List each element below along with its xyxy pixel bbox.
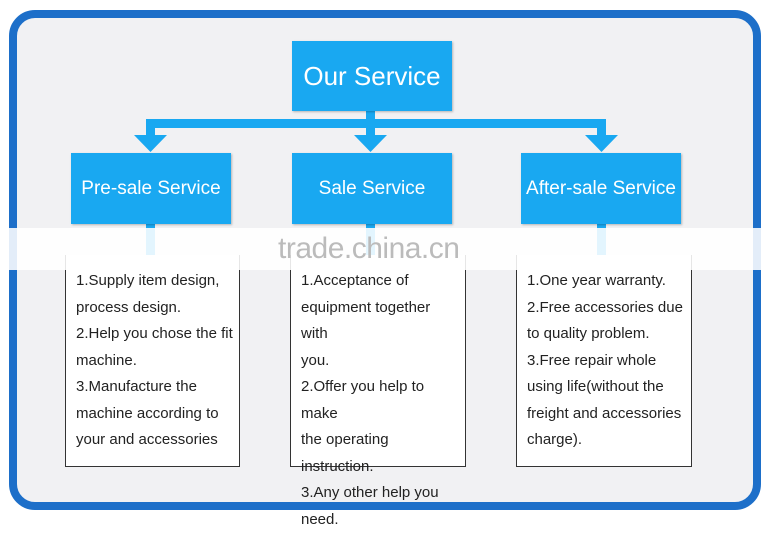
connector-bar — [146, 119, 606, 128]
detail-list: 1.One year warranty. 2.Free accessories … — [517, 255, 691, 454]
detail-list: 1.Supply item design, process design. 2.… — [66, 255, 239, 454]
arrow-head-2 — [354, 135, 387, 152]
detail-line: the operating instruction. — [301, 427, 461, 480]
root-node-label: Our Service — [303, 61, 440, 92]
detail-line: machine according to — [76, 401, 235, 428]
detail-line: 1.Supply item design, — [76, 268, 235, 295]
detail-line: need. — [301, 507, 461, 533]
detail-line: you. — [301, 348, 461, 375]
connector-drop-3 — [597, 119, 606, 137]
detail-panel-after-sale: 1.One year warranty. 2.Free accessories … — [516, 255, 692, 467]
detail-line: to quality problem. — [527, 321, 687, 348]
arrow-head-3 — [585, 135, 618, 152]
detail-line: 1.One year warranty. — [527, 268, 687, 295]
detail-line: 3.Any other help you — [301, 480, 461, 507]
root-node: Our Service — [292, 41, 452, 111]
arrow-head-1 — [134, 135, 167, 152]
stage-node-label: Pre-sale Service — [81, 178, 220, 200]
watermark-text: trade.china.cn — [278, 232, 459, 266]
detail-line: 2.Help you chose the fit — [76, 321, 235, 348]
stage-node-after-sale: After-sale Service — [521, 153, 681, 224]
stage-node-sale: Sale Service — [292, 153, 452, 224]
detail-line: machine. — [76, 348, 235, 375]
connector-drop-2 — [366, 119, 375, 137]
stage-node-label: Sale Service — [319, 178, 426, 200]
detail-panel-pre-sale: 1.Supply item design, process design. 2.… — [65, 255, 240, 467]
stage-node-label: After-sale Service — [526, 178, 676, 200]
detail-line: 3.Free repair whole — [527, 348, 687, 375]
detail-line: process design. — [76, 295, 235, 322]
stage-node-pre-sale: Pre-sale Service — [71, 153, 231, 224]
connector-drop-1 — [146, 119, 155, 137]
detail-line: your and accessories — [76, 427, 235, 454]
detail-line: freight and accessories — [527, 401, 687, 428]
detail-line: charge). — [527, 427, 687, 454]
detail-line: equipment together with — [301, 295, 461, 348]
detail-line: using life(without the — [527, 374, 687, 401]
detail-line: 1.Acceptance of — [301, 268, 461, 295]
detail-line: 3.Manufacture the — [76, 374, 235, 401]
detail-panel-sale: 1.Acceptance of equipment together with … — [290, 255, 466, 467]
detail-list: 1.Acceptance of equipment together with … — [291, 255, 465, 533]
detail-line: 2.Offer you help to make — [301, 374, 461, 427]
detail-line: 2.Free accessories due — [527, 295, 687, 322]
